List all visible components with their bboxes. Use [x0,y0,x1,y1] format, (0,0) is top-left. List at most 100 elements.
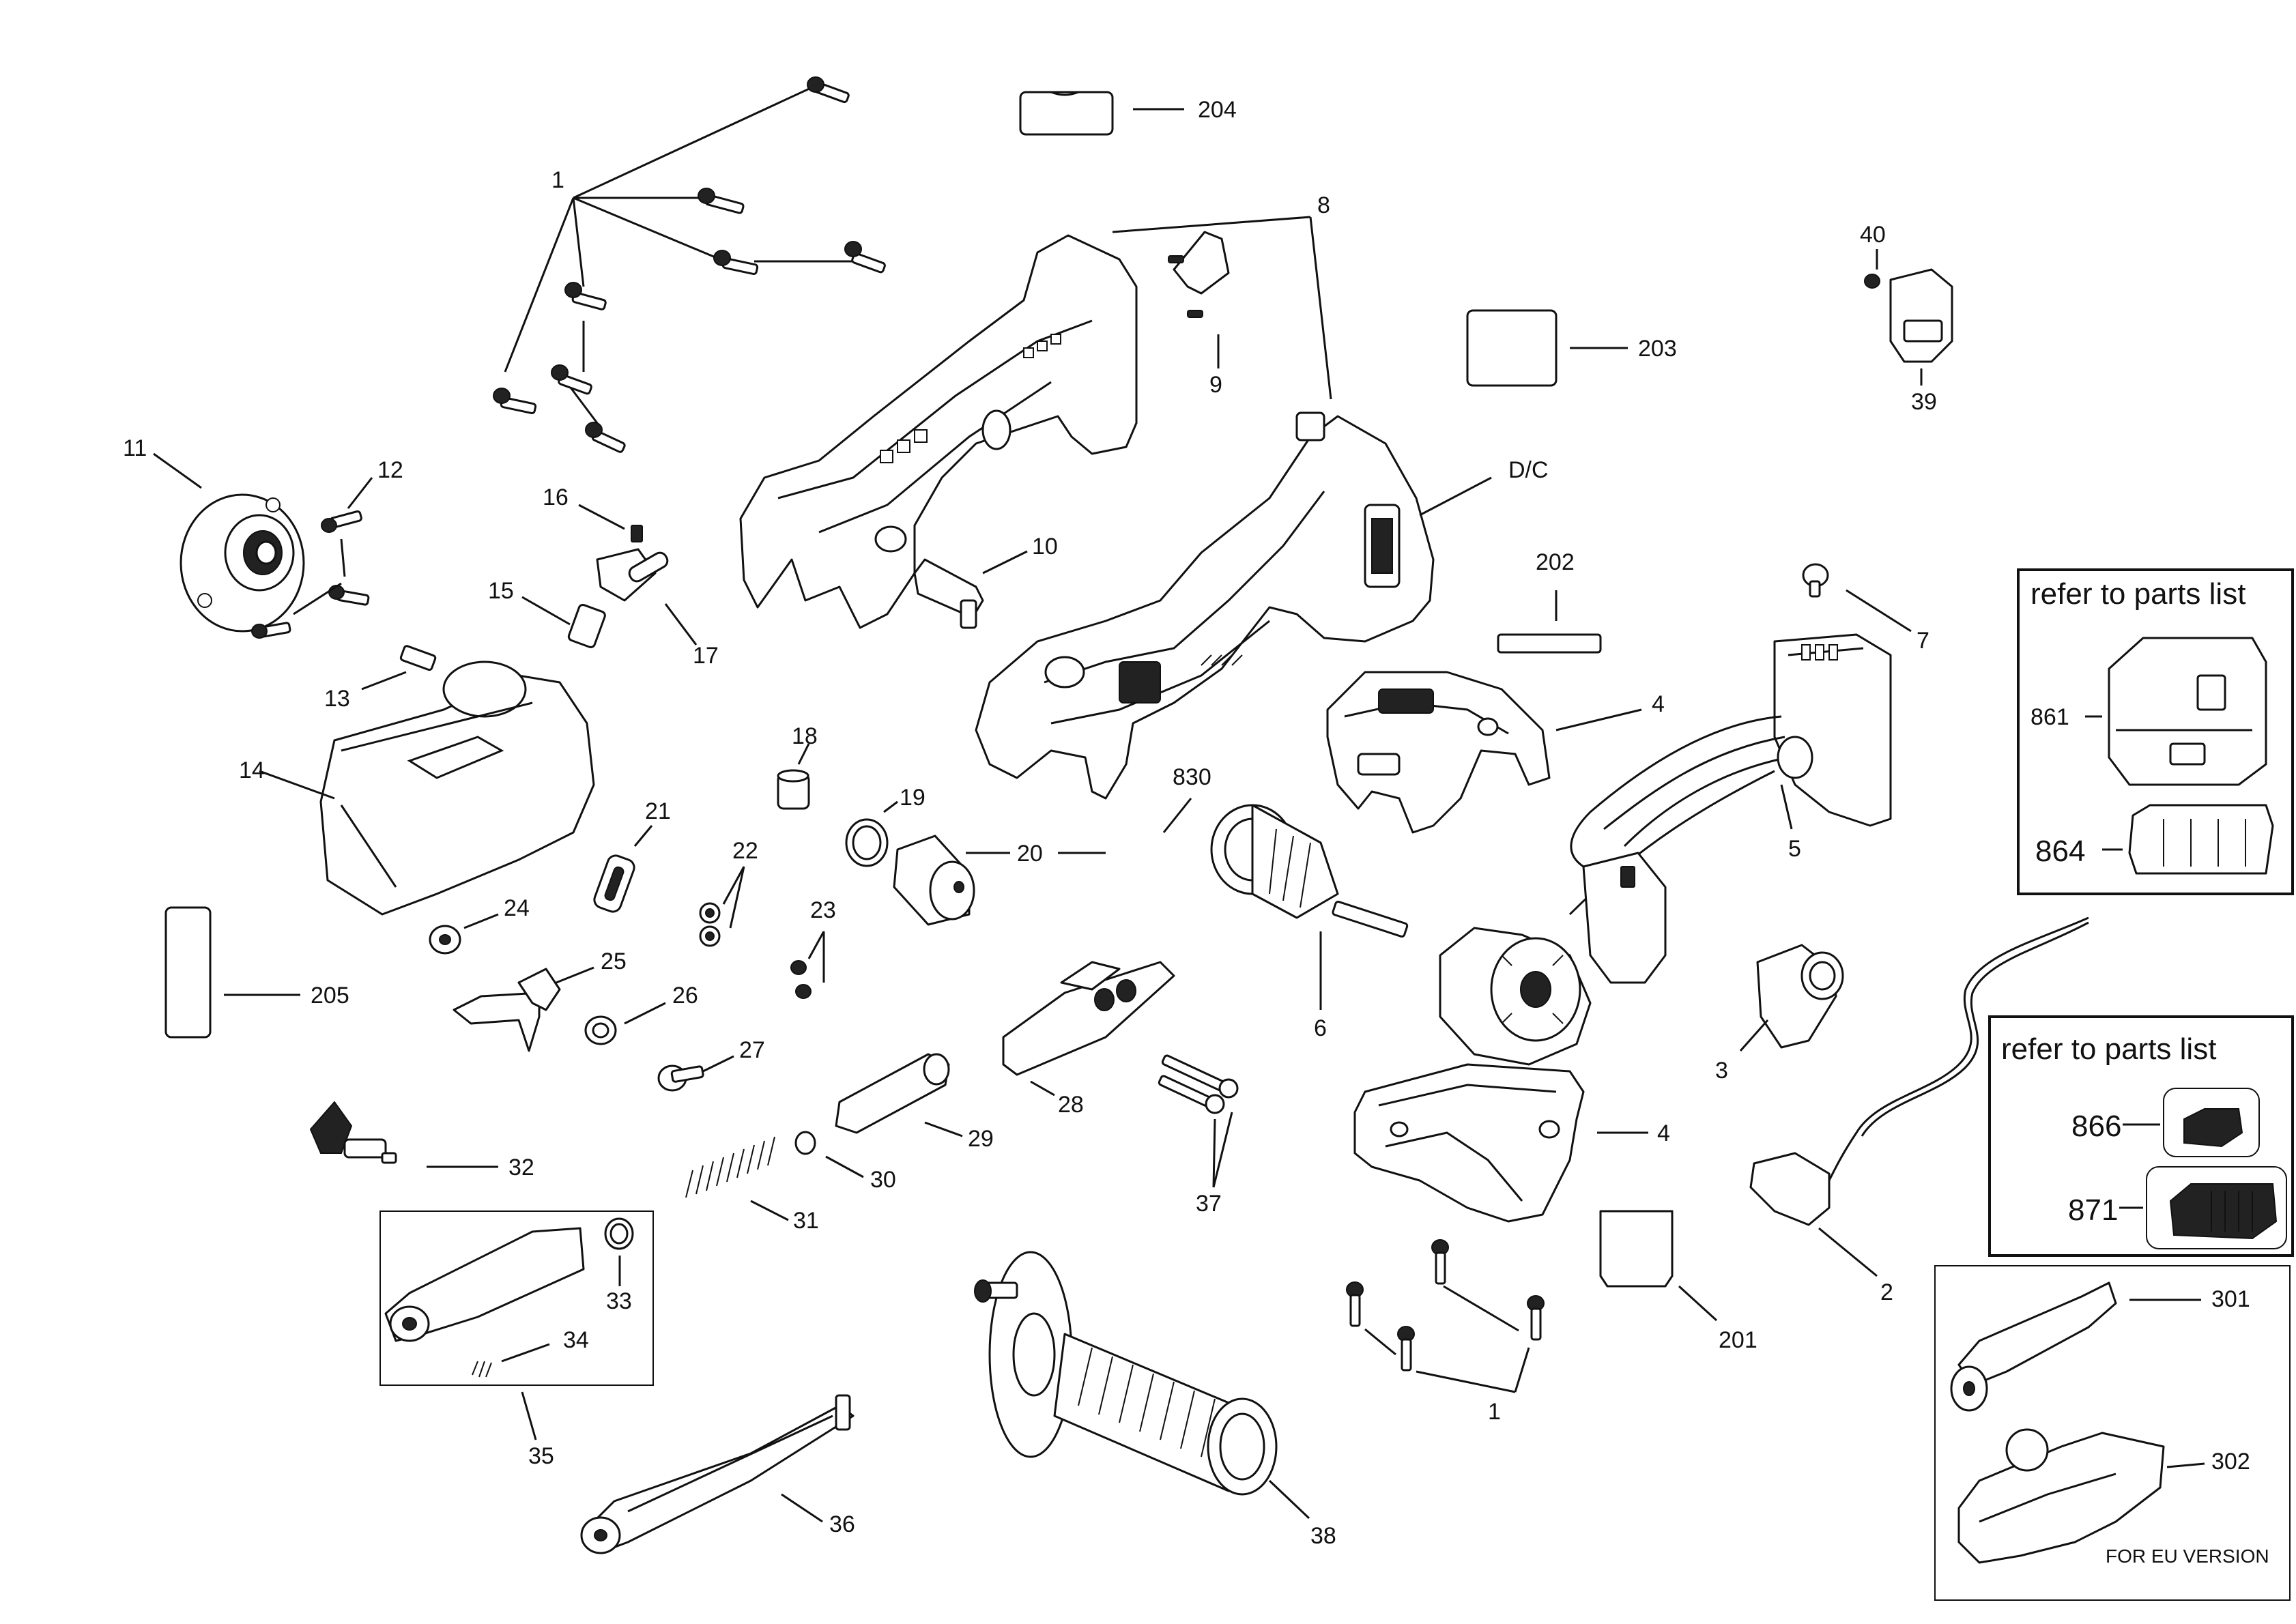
part-9-clip: 9 [1168,231,1230,398]
screw-icon [585,422,626,453]
label-19: 19 [900,785,925,811]
label-28: 28 [1058,1092,1084,1118]
label-21: 21 [645,798,671,824]
part-2-cord: 2 [1749,916,2089,1305]
label-27: 27 [739,1037,765,1063]
part-20-roller: 20 [893,835,1106,926]
label-3: 3 [1715,1058,1728,1084]
part-13-key: 13 [324,645,437,712]
label-37: 37 [1196,1191,1222,1217]
screw-icon [807,76,850,104]
label-5: 5 [1788,836,1801,862]
label-29: 29 [968,1126,994,1152]
label-34: 34 [563,1327,589,1353]
label-11: 11 [123,435,147,461]
part-39-belt-hook: 39 [1889,268,1953,415]
label-24: 24 [504,895,530,921]
label-1-top: 1 [551,167,564,193]
label-201: 201 [1719,1327,1757,1353]
part-28-arm-plate: 28 [1002,961,1175,1118]
leader-lines-1 [504,86,853,424]
label-9: 9 [1209,372,1222,398]
part-23-screws: 23 [790,897,836,999]
label-33: 33 [606,1288,632,1314]
part-30-o-ring: 30 [794,1131,896,1193]
label-38: 38 [1310,1523,1336,1549]
part-205-label-plate: 205 [164,906,349,1039]
label-30: 30 [870,1167,896,1193]
screw-group-1: 1 [493,76,886,453]
screw-icon [844,241,886,274]
label-10: 10 [1032,534,1058,560]
part-8-housing-half: 8 [739,192,1332,629]
part-12-screws: 12 [251,457,403,639]
label-22: 22 [732,838,758,864]
label-14: 14 [239,757,265,783]
part-4-housing-lower: 4 [1353,1063,1670,1223]
part-36-arm: 36 [580,1394,855,1554]
part-26-washer: 26 [584,983,698,1045]
part-830-marker: 830 [1162,764,1211,833]
label-23: 23 [810,897,836,923]
part-25-bracket: 25 [453,948,627,1052]
label-202: 202 [1536,549,1575,575]
label-6: 6 [1314,1015,1327,1041]
screw-group-1-lower: 1 [1346,1239,1545,1425]
part-dc-main-housing: D/C [975,411,1549,800]
part-24-washer: 24 [429,895,530,955]
label-12: 12 [377,457,403,483]
part-17-lever: 17 [596,548,719,669]
eu-version-box: 301 302 FOR EU VERSION [1934,1265,2291,1601]
part-31-spring: 31 [685,1136,819,1234]
part-38-side-handle: 38 [974,1251,1336,1549]
part-5-switch-harness: 5 [1568,633,1892,984]
screw-icon [493,388,537,414]
screw-icon [564,282,607,310]
part-29-pin: 29 [835,1053,994,1152]
label-40: 40 [1860,222,1886,248]
label-301: 301 [2211,1286,2250,1312]
label-871: 871 [2068,1193,2118,1227]
label-15: 15 [488,578,514,604]
screw-icon [713,250,759,275]
part-11-gear-cover: 11 [123,435,305,633]
part-21-slot-plate: 21 [593,798,671,913]
label-dc: D/C [1508,457,1549,483]
label-25: 25 [601,948,627,974]
part-stator-motor [1439,927,1592,1066]
label-31: 31 [793,1208,819,1234]
part-18-bushing: 18 [777,723,818,810]
part-14-belt-guard: 14 [239,661,595,916]
label-39: 39 [1911,389,1937,415]
label-203: 203 [1638,336,1677,362]
label-36: 36 [829,1511,855,1537]
part-32-knob: 32 [309,1101,534,1180]
label-4-top: 4 [1652,691,1665,717]
part-22-washers: 22 [699,838,758,947]
refer-box-top-title: refer to parts list [2030,577,2245,611]
refer-box-bottom: refer to parts list 866 871 [1988,1015,2294,1257]
label-205: 205 [311,983,349,1009]
label-830: 830 [1173,764,1211,790]
part-204-label-plate: 204 [1019,91,1237,136]
part-19-retaining-ring: 19 [845,785,925,867]
refer-box-bottom-title: refer to parts list [2001,1032,2216,1066]
label-8: 8 [1317,192,1330,218]
part-7-screw: 7 [1802,563,1929,654]
part-4-housing-upper: 4 [1326,671,1665,834]
part-16-pin: 16 [543,484,643,542]
label-302: 302 [2211,1449,2250,1475]
label-18: 18 [792,723,818,749]
part-10-switch-bar: 10 [913,534,1058,629]
label-1-bottom: 1 [1488,1399,1501,1425]
label-32: 32 [508,1155,534,1180]
label-204: 204 [1198,97,1237,123]
part-15-bolt: 15 [488,578,606,648]
label-7: 7 [1917,628,1929,654]
screw-icon [551,364,592,395]
refer-box-top: refer to parts list 861 864 [2017,568,2294,895]
part-203-label-plate: 203 [1466,309,1677,387]
kit-box-35: 33 34 35 [379,1210,654,1469]
part-202-label-strip: 202 [1497,549,1602,654]
